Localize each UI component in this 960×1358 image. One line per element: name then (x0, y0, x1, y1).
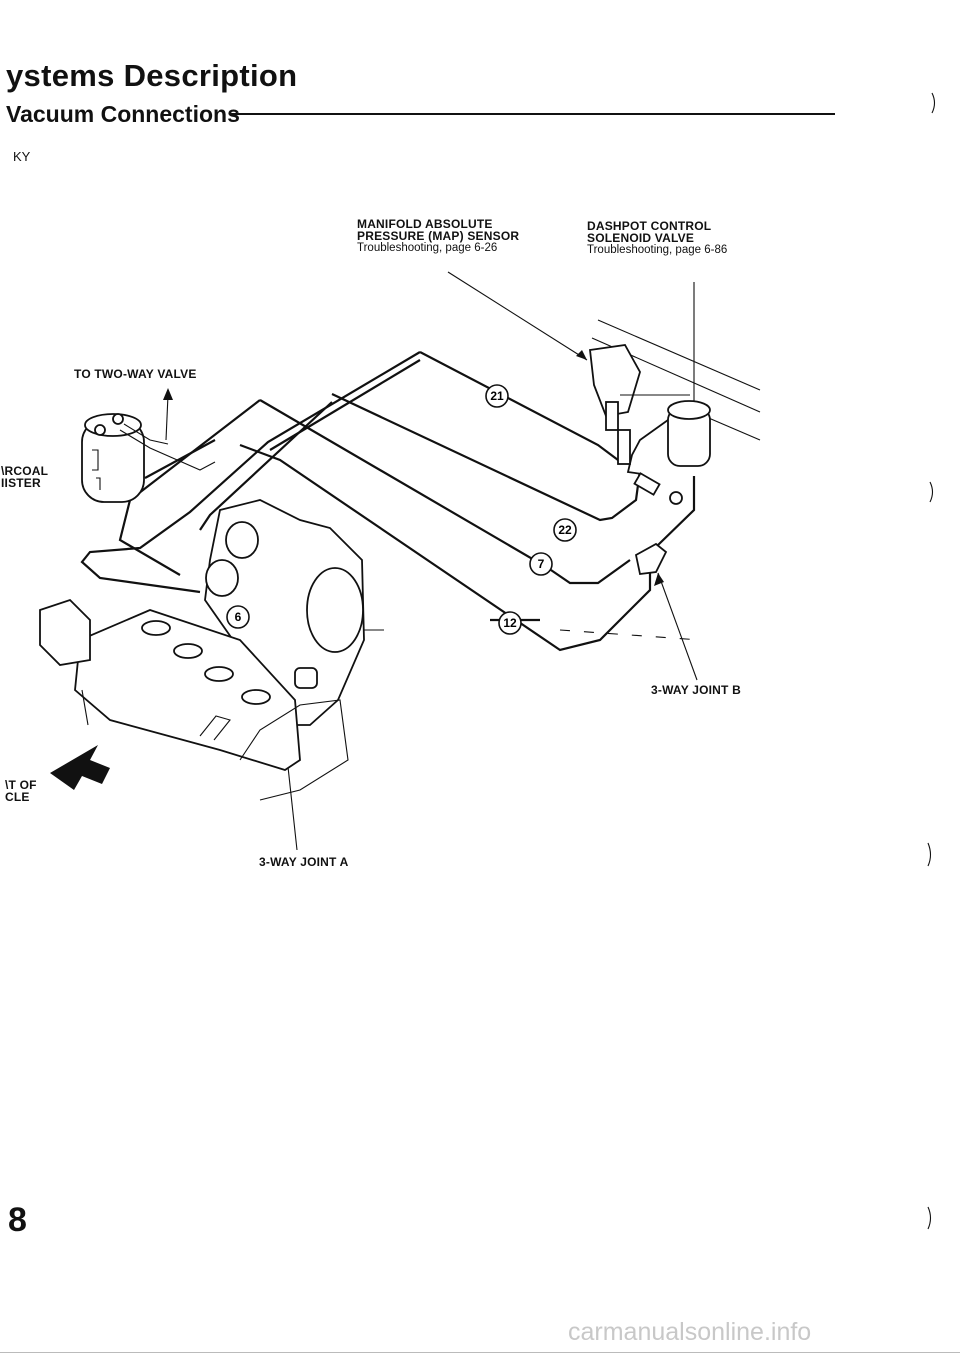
throttle-bore (306, 567, 364, 653)
canister-fitting (94, 424, 106, 436)
three-way-joint-a (294, 667, 318, 689)
front-label-line1: \T OF (5, 778, 37, 792)
scan-mark (927, 842, 932, 867)
map-sensor-label-line2: PRESSURE (MAP) SENSOR (357, 229, 520, 243)
hose-fitting (669, 491, 683, 505)
distributor (39, 598, 91, 666)
watermark: carmanualsonline.info (568, 1318, 812, 1346)
map-sensor-label: MANIFOLD ABSOLUTE PRESSURE (MAP) SENSOR … (357, 218, 582, 255)
body-panel-line (597, 319, 761, 391)
map-sensor-label-line1: MANIFOLD ABSOLUTE (357, 217, 493, 231)
spark-plug-port (173, 643, 203, 659)
hose-21 (80, 351, 421, 594)
hose-number-21: 21 (485, 384, 509, 408)
hose-22 (331, 393, 642, 522)
page-title: ystems Description (6, 58, 298, 93)
section-code: KY (13, 149, 31, 164)
two-way-valve-label: TO TWO-WAY VALVE (74, 367, 197, 381)
hose-21 (419, 351, 619, 461)
map-sensor-leader (447, 271, 588, 361)
front-direction-arrow (50, 745, 110, 790)
spark-plug-port (141, 620, 171, 636)
map-sensor (589, 344, 641, 418)
hose-12 (239, 443, 652, 652)
hose-number-22: 22 (553, 518, 577, 542)
canister-label-line2: IISTER (1, 476, 41, 490)
section-subtitle: Vacuum Connections (6, 101, 240, 127)
cylinder-head-cover (74, 609, 301, 771)
vacuum-fitting (617, 429, 631, 465)
hose-joint-b (657, 476, 696, 546)
three-way-joint-b (634, 542, 668, 575)
dashpot-ref: Troubleshooting, page 6-86 (587, 244, 728, 256)
page-number: 8 (8, 1201, 27, 1239)
hose-number-6: 6 (226, 605, 250, 629)
dashpot-valve-label: DASHPOT CONTROL SOLENOID VALVE Troublesh… (587, 220, 787, 257)
subtitle-rule (230, 113, 835, 115)
joint-a-label: 3-WAY JOINT A (259, 855, 349, 869)
head-cover-detail (199, 715, 231, 741)
hose-number-text: 6 (235, 610, 242, 624)
map-sensor-ref: Troubleshooting, page 6-26 (357, 242, 498, 254)
intake-manifold (239, 699, 349, 801)
canister-label: \RCOAL IISTER (1, 465, 71, 489)
spark-plug-port (204, 666, 234, 682)
front-label-line2: CLE (5, 790, 30, 804)
bottom-rule (0, 1352, 960, 1353)
vacuum-fitting (633, 472, 661, 496)
dashpot-label-line1: DASHPOT CONTROL (587, 219, 712, 233)
hose-7 (259, 399, 631, 585)
canister-fitting (112, 413, 124, 425)
hose-12 (144, 439, 216, 479)
throttle-body-port (225, 521, 259, 559)
two-way-valve-leader (165, 394, 169, 441)
hose-number-text: 22 (558, 523, 572, 537)
joint-b-arrow (654, 573, 664, 586)
hose-number-text: 12 (503, 616, 517, 630)
dashpot-label-line2: SOLENOID VALVE (587, 231, 695, 245)
canister-hose (119, 429, 216, 471)
canister-detail (92, 449, 99, 471)
canister-label-line1: \RCOAL (1, 464, 49, 478)
hose-number-text: 21 (490, 389, 504, 403)
map-sensor-arrow (576, 350, 587, 360)
joint-b-leader (657, 572, 698, 681)
solenoid-valve-cap (667, 400, 711, 420)
spark-plug-port (241, 689, 271, 705)
hose-number-7: 7 (529, 552, 553, 576)
scan-mark (927, 1206, 932, 1230)
front-label: \T OF CLE (5, 779, 65, 803)
canister-hose (123, 423, 169, 445)
canister-detail (96, 477, 101, 490)
map-sensor-port (605, 401, 619, 431)
joint-b-label: 3-WAY JOINT B (651, 683, 741, 697)
hose-21 (269, 359, 421, 451)
hose-22 (199, 401, 333, 531)
scan-mark (929, 481, 934, 503)
hose-number-text: 7 (538, 557, 545, 571)
engine-line (81, 689, 89, 726)
scan-mark (931, 92, 936, 114)
two-way-valve-arrow (163, 388, 173, 400)
hose-number-12: 12 (498, 611, 522, 635)
throttle-body-port (205, 559, 239, 597)
valve-bracket (626, 419, 669, 475)
